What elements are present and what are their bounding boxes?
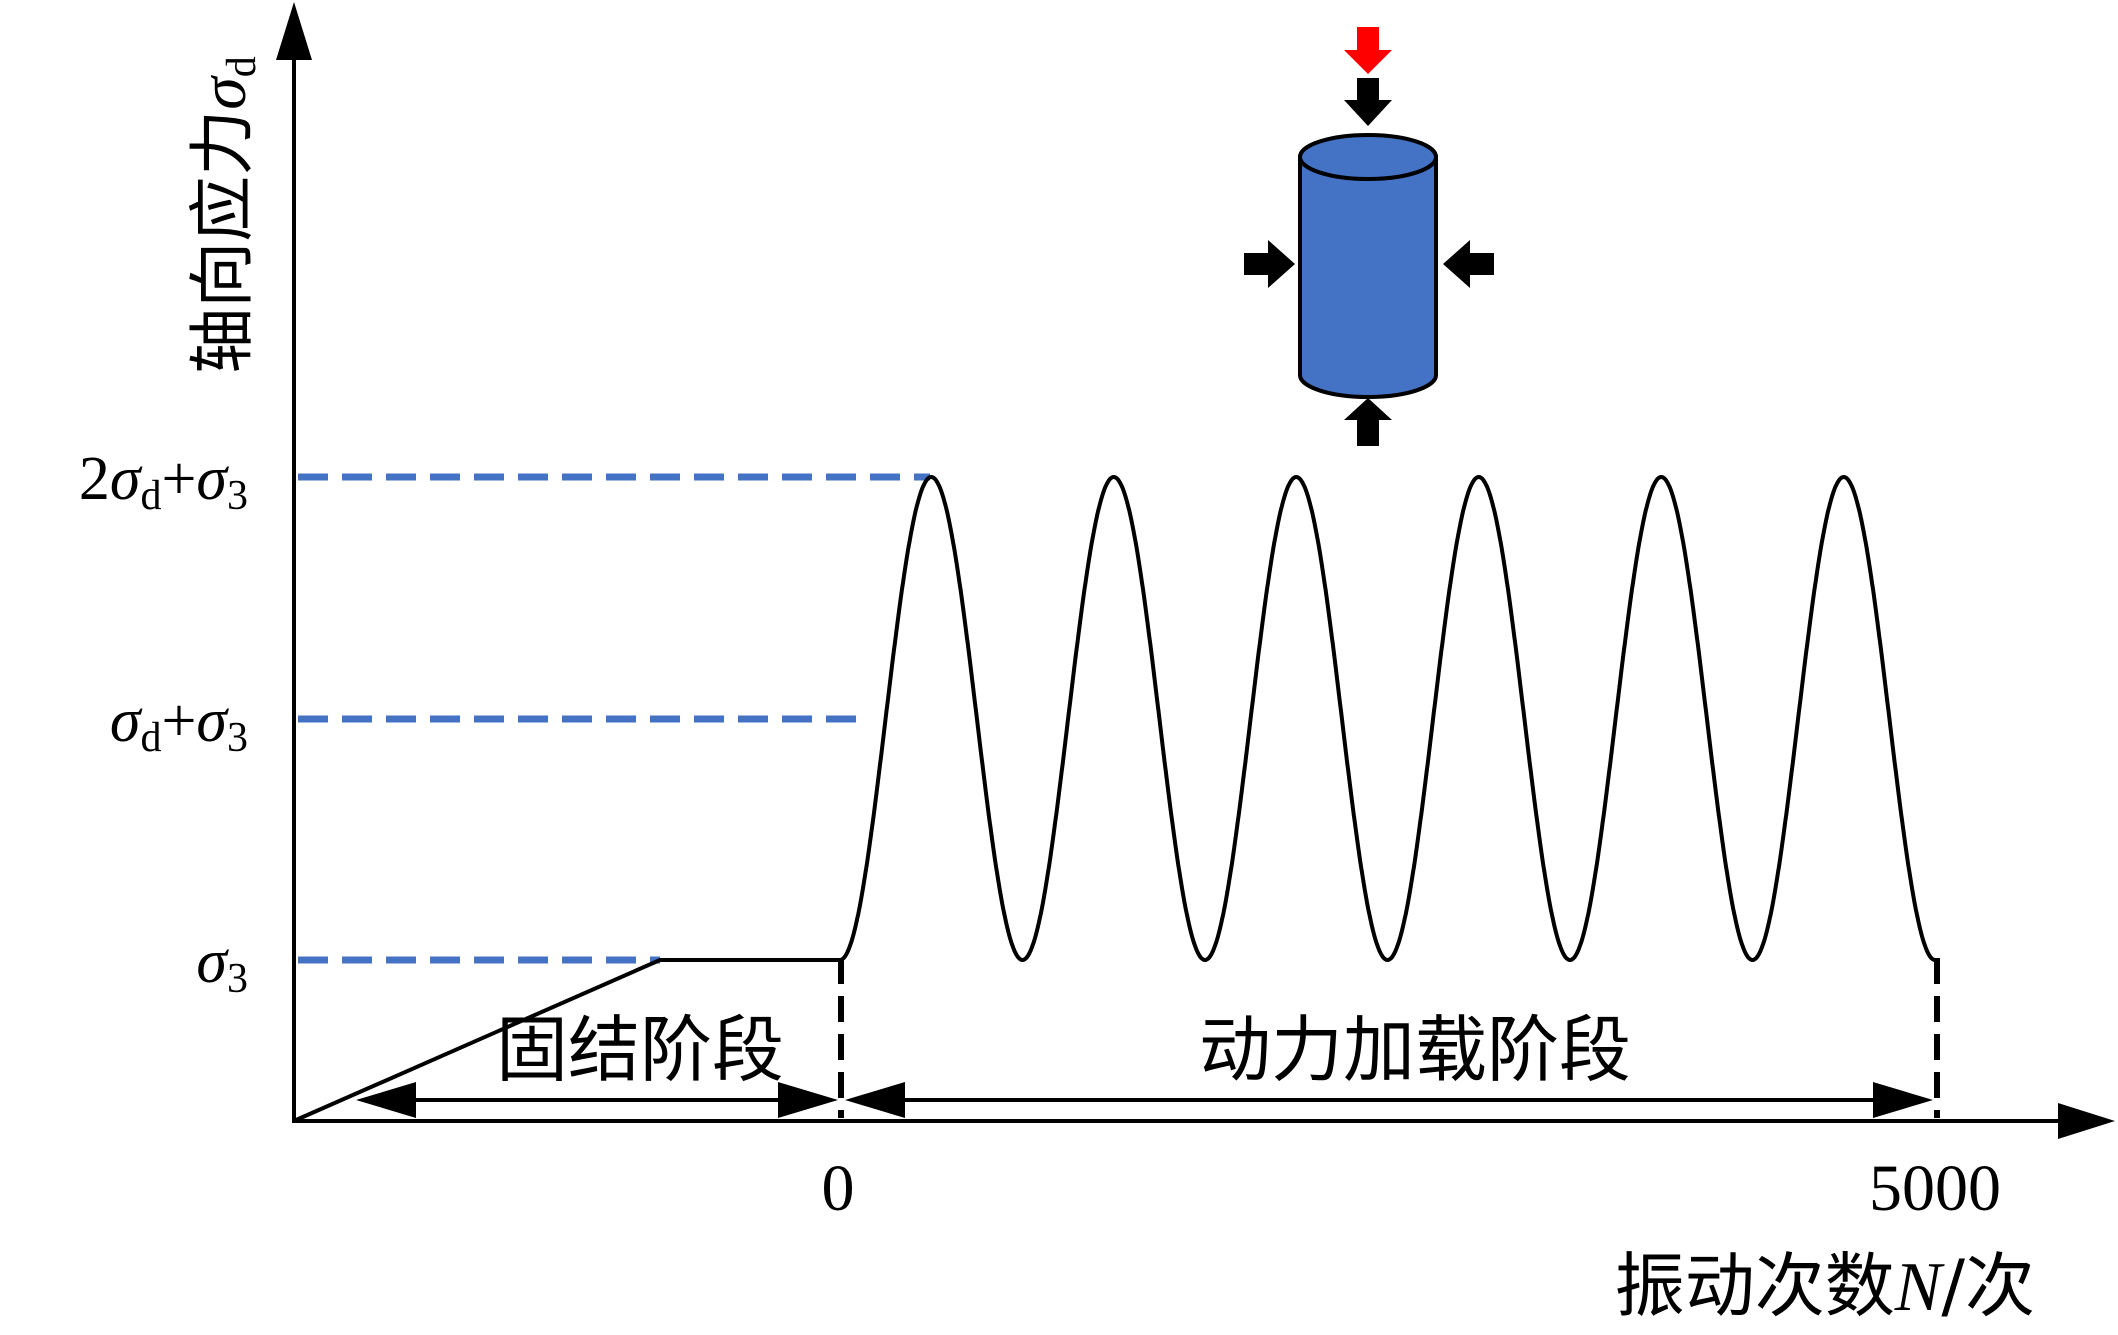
y-tick-labels: 2σd+σ3 σd+σ3 σ3	[79, 445, 248, 1002]
dynamic-arrow-right-icon	[1873, 1082, 1933, 1118]
y-tick-label-1: σd+σ3	[110, 687, 248, 761]
y-tick-label-0: σ3	[196, 928, 248, 1002]
dynamic-waveform	[839, 474, 1936, 963]
cylinder-specimen-icon	[1298, 133, 1438, 399]
consolidation-arrow-right-icon	[778, 1082, 838, 1118]
y-axis-label-symbol: σ	[187, 75, 260, 110]
right-confining-arrow-icon	[1443, 240, 1494, 288]
y-axis-label-sub: d	[219, 56, 265, 77]
x-axis-label-var: N	[1894, 1249, 1945, 1326]
stage-arrows	[356, 1082, 1933, 1118]
axial-load-arrow-icon	[1344, 27, 1392, 74]
x-axis-label: 振动次数N/次	[1615, 1245, 2035, 1327]
x-axis-arrow-icon	[2058, 1103, 2115, 1139]
stage-boundaries	[838, 958, 1940, 1118]
x-tick-0: 0	[822, 1152, 855, 1225]
y-axis-label: 轴向应力σd	[184, 56, 265, 374]
bottom-pressure-arrow-icon	[1344, 398, 1392, 446]
y-axis-label-text: 轴向应力	[184, 110, 261, 374]
consolidation-stage-label: 固结阶段	[496, 1008, 784, 1092]
x-axis-label-text: 振动次数	[1615, 1245, 1895, 1327]
y-axis-arrow-icon	[276, 2, 312, 60]
axes	[276, 2, 2115, 1139]
cylinder-body	[1298, 155, 1438, 399]
x-tick-5000: 5000	[1869, 1152, 2001, 1225]
y-tick-label-2: 2σd+σ3	[79, 445, 248, 519]
consolidation-ramp	[295, 958, 840, 1122]
consolidation-arrow-left-icon	[356, 1082, 416, 1118]
dashed-guides	[298, 473, 930, 964]
svg-text:轴向应力σd: 轴向应力σd	[184, 56, 265, 374]
top-pressure-arrow-icon	[1344, 78, 1392, 126]
left-confining-arrow-icon	[1244, 240, 1295, 288]
cylinder-top	[1298, 133, 1438, 181]
dynamic-arrow-left-icon	[845, 1082, 905, 1118]
x-axis-label-unit: /次	[1941, 1245, 2035, 1327]
dynamic-stage-label: 动力加载阶段	[1199, 1008, 1631, 1092]
